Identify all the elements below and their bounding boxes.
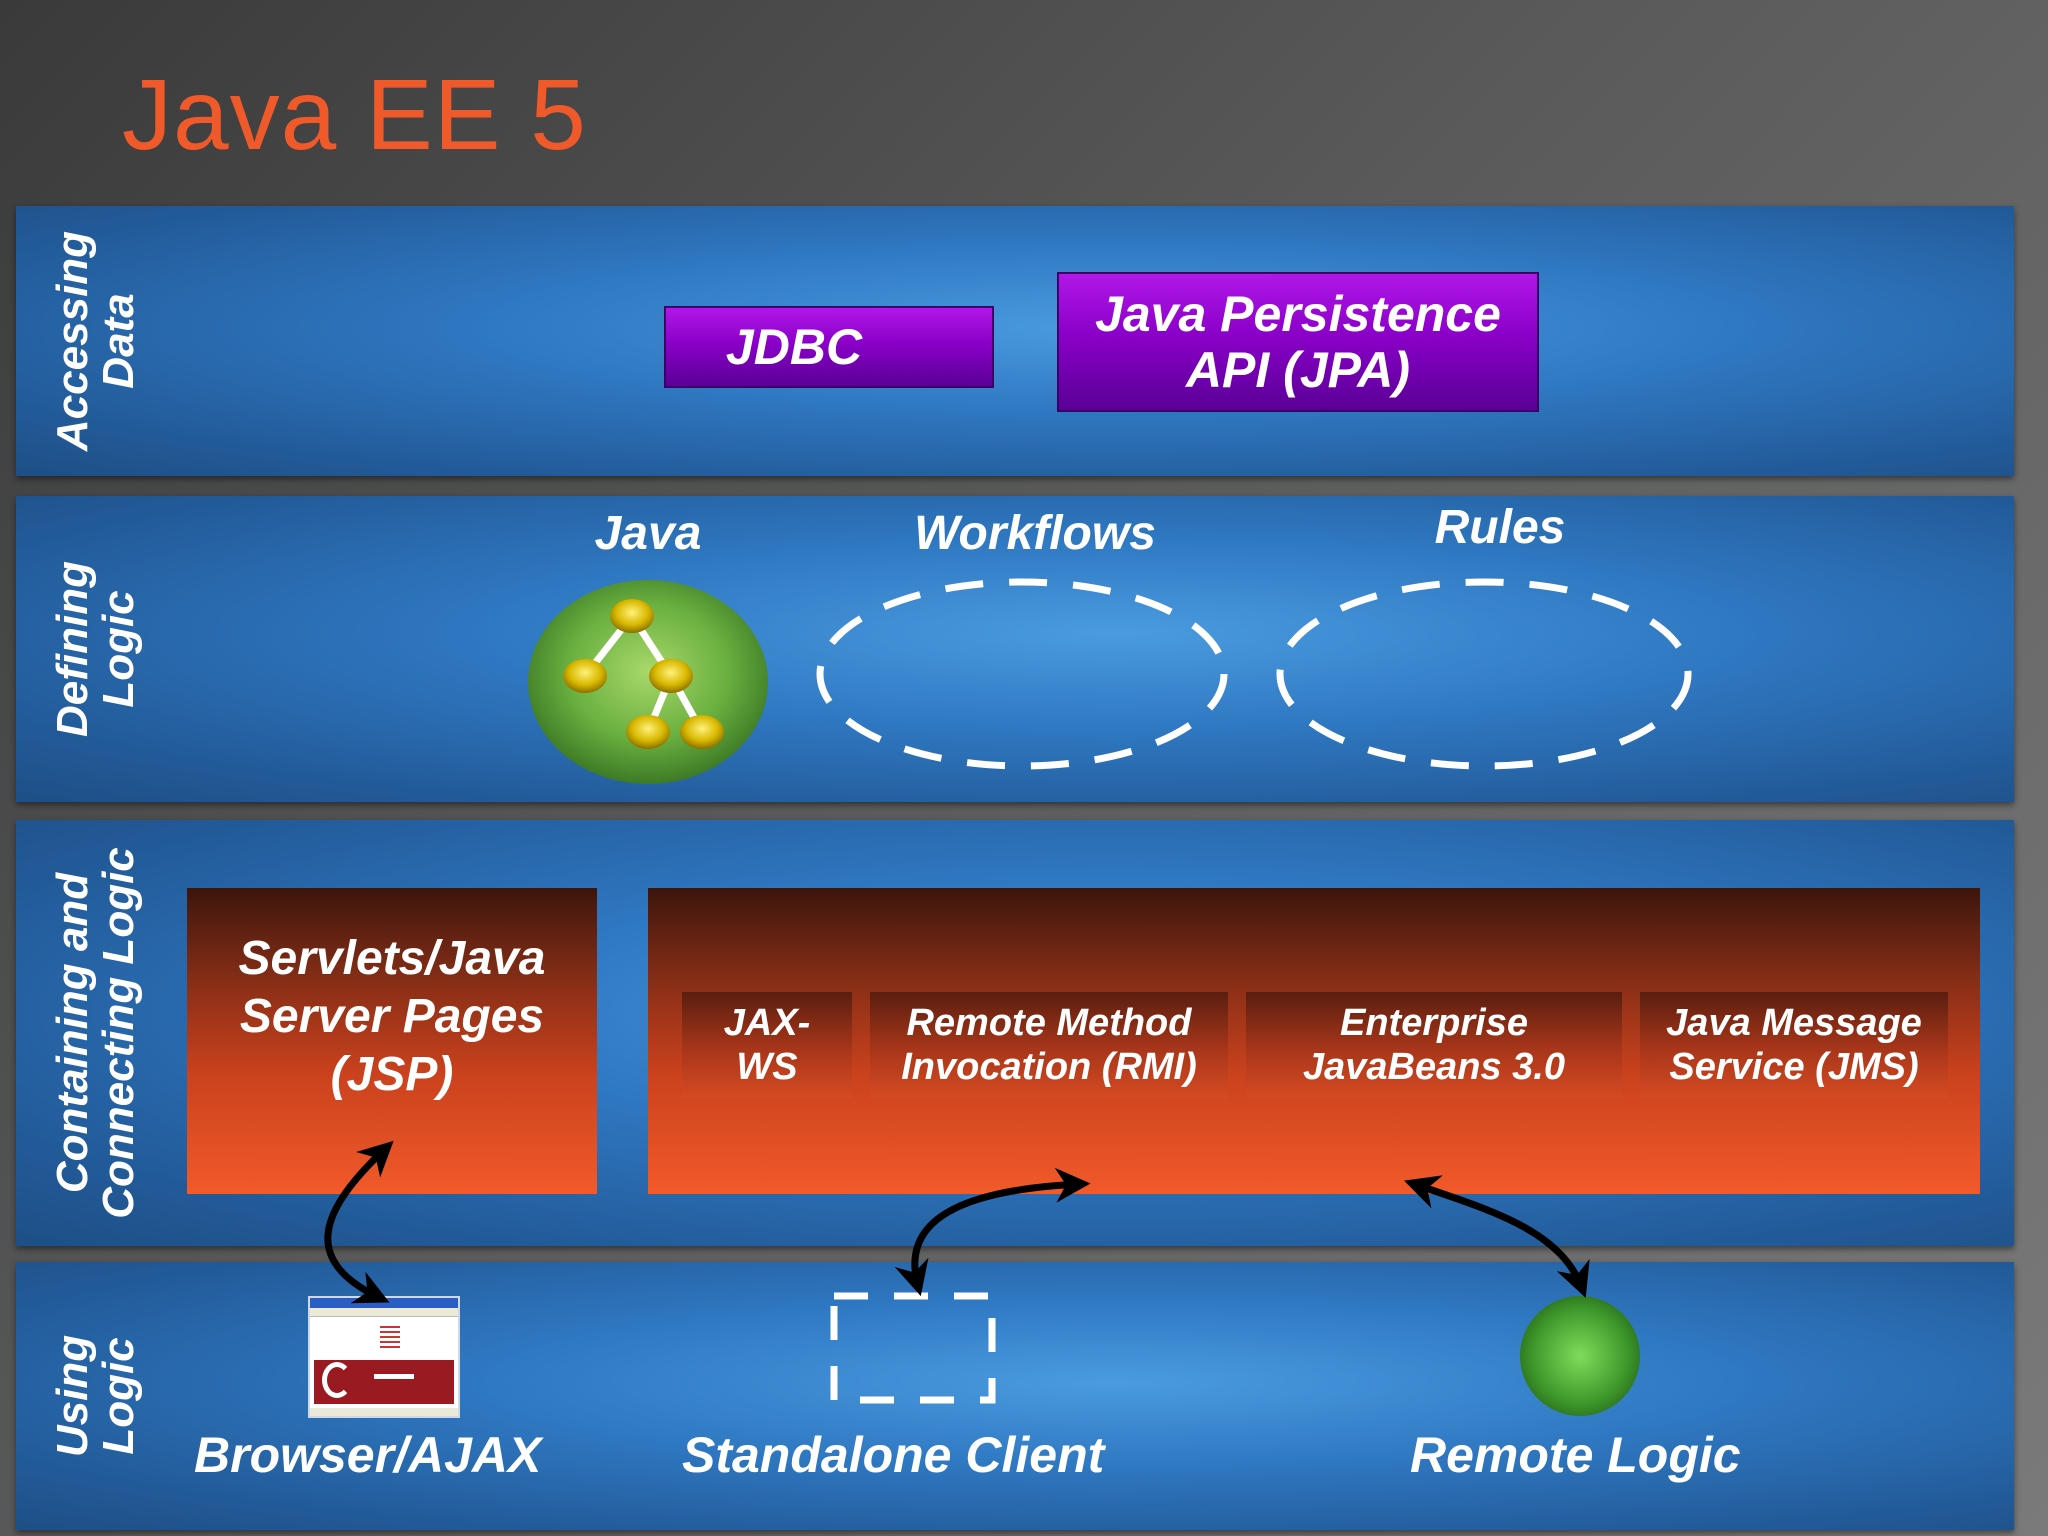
remote-logic-sphere xyxy=(1520,1296,1640,1416)
slide-title: Java EE 5 xyxy=(122,59,587,171)
workflows-placeholder xyxy=(816,578,1228,770)
band-defining-logic xyxy=(16,496,2014,802)
browser-label: Browser/AJAX xyxy=(194,1427,542,1483)
rmi-box: Remote Method Invocation (RMI) xyxy=(870,992,1228,1098)
servlets-label: Servlets/Java Server Pages (JSP) xyxy=(238,932,546,1101)
jaxws-box: JAX- WS xyxy=(682,992,852,1098)
band-accessing-data xyxy=(16,206,2014,476)
jdbc-label: JDBC xyxy=(725,319,863,375)
java-heading: Java xyxy=(594,507,702,560)
ejb-box: Enterprise JavaBeans 3.0 xyxy=(1246,992,1622,1098)
standalone-client-placeholder xyxy=(830,1292,996,1404)
remote-label: Remote Logic xyxy=(1410,1427,1741,1483)
jpa-box: Java Persistence API (JPA) xyxy=(1057,272,1539,412)
standalone-label: Standalone Client xyxy=(682,1427,1105,1483)
jpa-label: Java Persistence API (JPA) xyxy=(1095,286,1501,398)
jms-box: Java Message Service (JMS) xyxy=(1640,992,1948,1098)
arrow-remote-services xyxy=(1404,1175,1590,1298)
arrow-browser-jsp xyxy=(324,1140,394,1304)
rules-placeholder xyxy=(1276,578,1692,770)
workflows-heading: Workflows xyxy=(914,507,1156,560)
java-tree-icon xyxy=(528,580,768,784)
rules-heading: Rules xyxy=(1434,501,1566,554)
arrow-standalone-services xyxy=(894,1167,1091,1297)
jdbc-box: JDBC xyxy=(664,306,994,388)
